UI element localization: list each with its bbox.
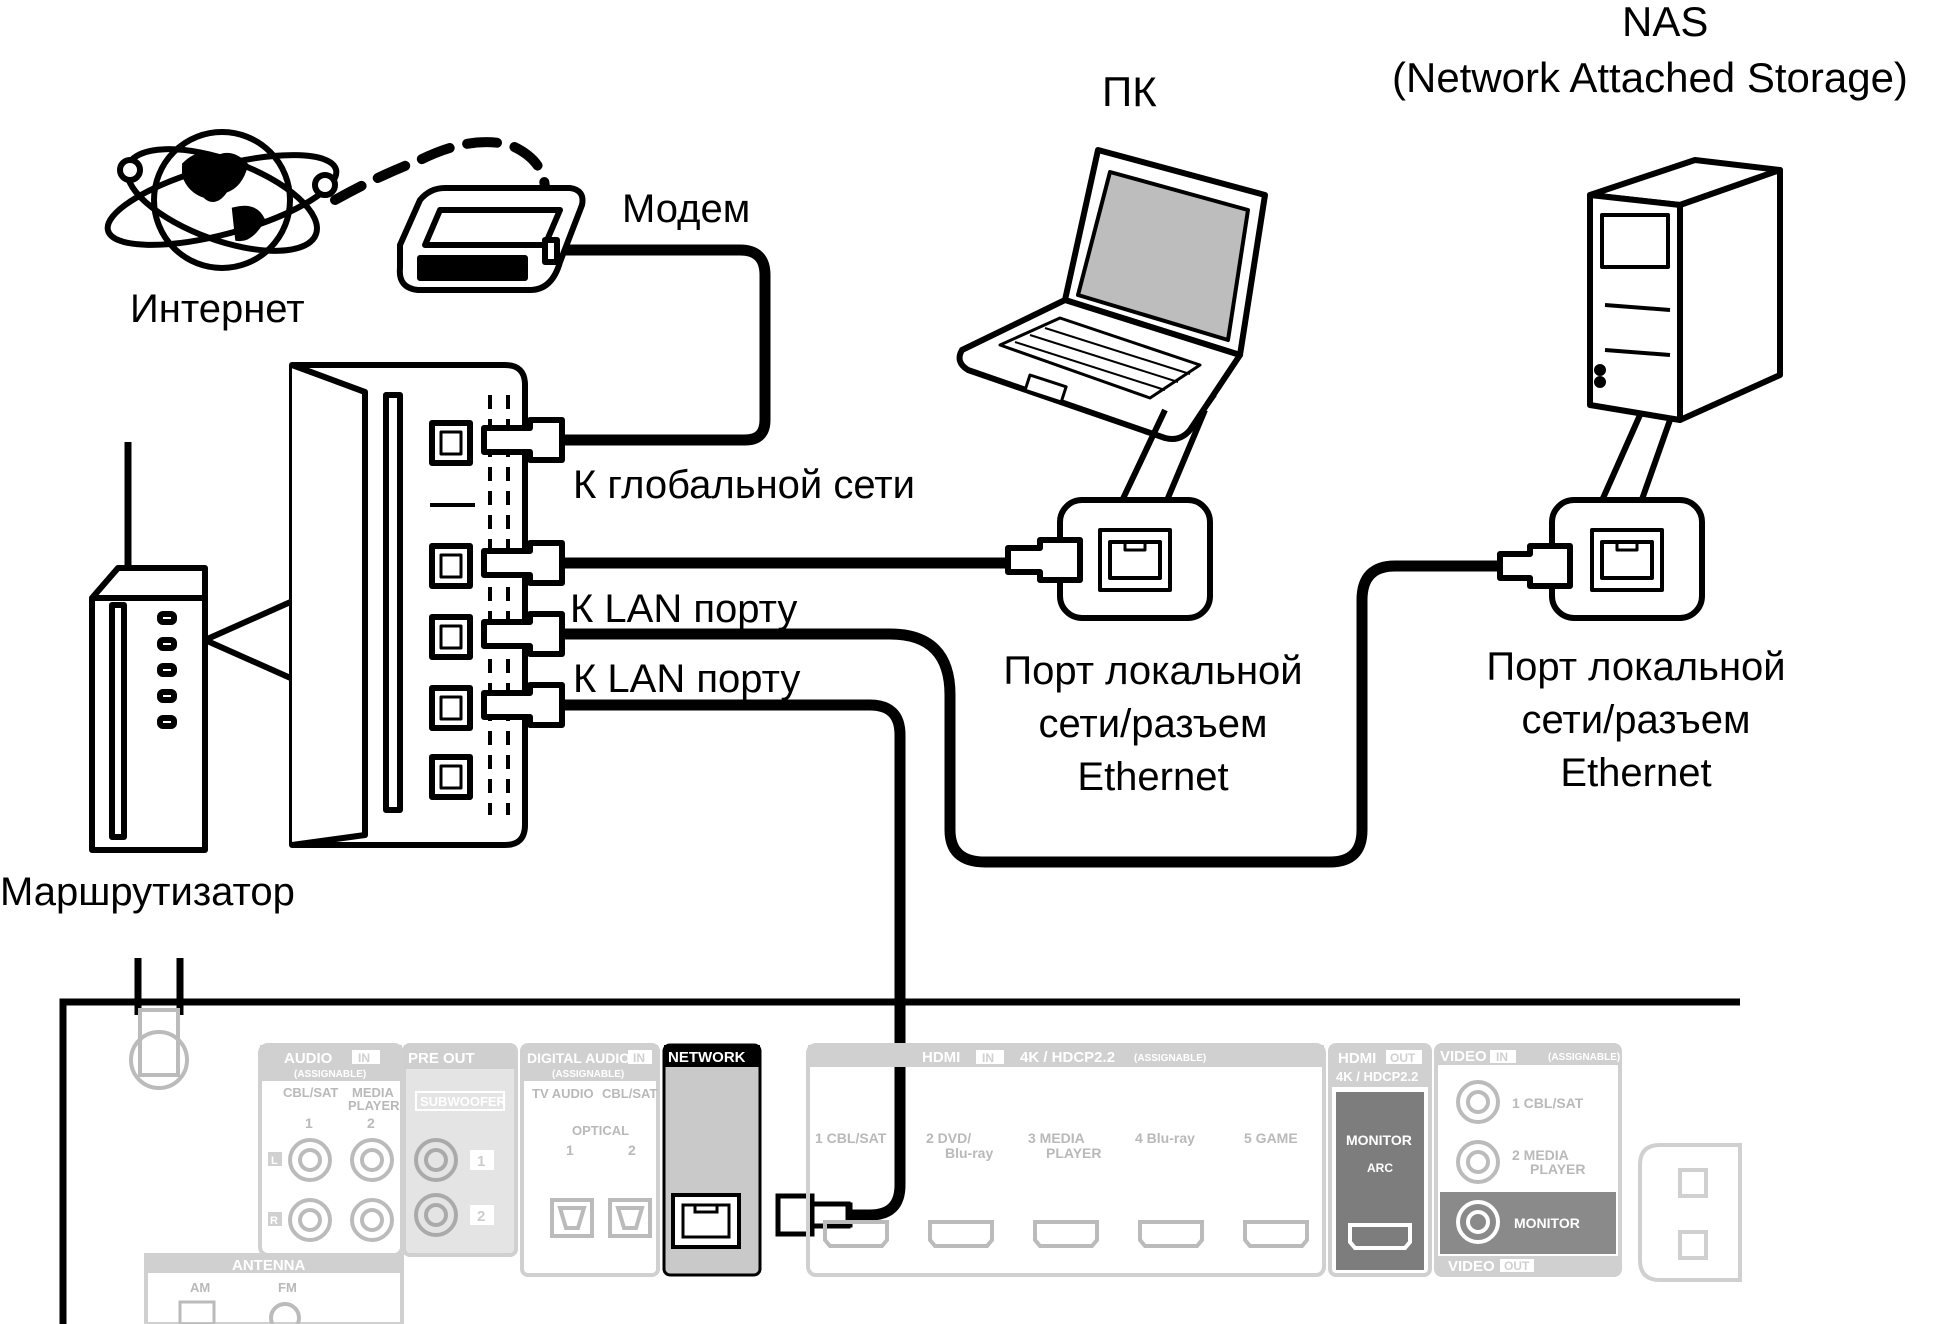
hdmi-in-assignable: (ASSIGNABLE) xyxy=(1134,1053,1206,1064)
ac-inlet-icon xyxy=(1638,1143,1742,1282)
pc-port-line3: Ethernet xyxy=(1077,755,1228,799)
video-in-label: VIDEO xyxy=(1440,1048,1487,1065)
nas-port-line3: Ethernet xyxy=(1560,751,1711,795)
modem-label: Модем xyxy=(622,187,750,231)
pc-label: ПК xyxy=(1102,68,1157,115)
video-1: 1 CBL/SAT xyxy=(1512,1095,1584,1111)
audio-in-badge: IN xyxy=(358,1051,370,1065)
video-in-badge: IN xyxy=(1496,1050,1508,1064)
nas-subtitle: (Network Attached Storage) xyxy=(1392,54,1908,101)
audio-media: MEDIA xyxy=(352,1085,395,1100)
video-2b: PLAYER xyxy=(1530,1161,1586,1177)
pc-port-line2: сети/разъем xyxy=(1039,702,1268,746)
subwoofer-label: SUBWOOFER xyxy=(420,1094,507,1109)
audio-cbl-sat: CBL/SAT xyxy=(283,1085,338,1100)
modem-icon xyxy=(396,185,586,293)
hdmi-3b: PLAYER xyxy=(1046,1145,1102,1161)
audio-num2: 2 xyxy=(367,1115,375,1131)
router-label: Маршрутизатор xyxy=(0,870,295,914)
hdmi-1: 1 CBL/SAT xyxy=(815,1130,887,1146)
digital-audio-assignable: (ASSIGNABLE) xyxy=(552,1069,624,1080)
internet-modem-link xyxy=(330,137,550,205)
hdmi-out-label: HDMI xyxy=(1338,1050,1376,1067)
digital-optical: OPTICAL xyxy=(572,1123,629,1138)
hdmi-out-arc: ARC xyxy=(1367,1161,1393,1175)
sub-num1: 1 xyxy=(477,1153,485,1170)
video-out-label: VIDEO xyxy=(1448,1258,1495,1275)
video-assignable: (ASSIGNABLE) xyxy=(1548,1052,1620,1063)
network-label: NETWORK xyxy=(668,1049,746,1066)
video-2a: 2 MEDIA xyxy=(1512,1147,1569,1163)
modem-wan-cable xyxy=(554,244,771,446)
audio-l: L xyxy=(271,1155,278,1167)
cables xyxy=(330,137,1506,1221)
hdmi-5: 5 GAME xyxy=(1244,1130,1298,1146)
lan1-label: К LAN порту xyxy=(570,587,797,631)
receiver-antenna-stub xyxy=(129,958,189,1090)
nas-port-line1: Порт локальной xyxy=(1486,645,1785,689)
video-out-monitor: MONITOR xyxy=(1514,1215,1580,1231)
nas-icon xyxy=(1497,157,1783,621)
pc-port-line1: Порт локальной xyxy=(1003,649,1302,693)
labels: Интернет Модем ПК NAS (Network Attached … xyxy=(0,0,1908,914)
antenna-am: AM xyxy=(190,1280,210,1295)
receiver-rear-panel: AUDIO IN (ASSIGNABLE) CBL/SAT MEDIA PLAY… xyxy=(59,958,1742,1324)
router-plugs xyxy=(481,417,565,728)
hdmi-2b: Blu-ray xyxy=(945,1145,993,1161)
antenna-fm: FM xyxy=(278,1280,297,1295)
digital-tv-audio: TV AUDIO xyxy=(532,1086,594,1101)
hdmi-out-spec: 4K / HDCP2.2 xyxy=(1336,1069,1418,1084)
nas-port-line2: сети/разъем xyxy=(1522,698,1751,742)
hdmi-out-monitor: MONITOR xyxy=(1346,1132,1412,1148)
hdmi-in-spec: 4K / HDCP2.2 xyxy=(1020,1049,1115,1066)
internet-label: Интернет xyxy=(130,287,305,331)
digital-num2: 2 xyxy=(628,1142,636,1158)
hdmi-4: 4 Blu-ray xyxy=(1135,1130,1195,1146)
router-icon xyxy=(89,362,565,853)
hdmi-2a: 2 DVD/ xyxy=(926,1130,971,1146)
hdmi-out-badge: OUT xyxy=(1390,1051,1416,1065)
lan2-label: К LAN порту xyxy=(573,657,800,701)
router-nas-cable xyxy=(554,560,1506,868)
audio-num1: 1 xyxy=(305,1115,313,1131)
audio-r: R xyxy=(270,1215,278,1227)
hdmi-in-badge: IN xyxy=(982,1051,994,1065)
digital-num1: 1 xyxy=(566,1142,574,1158)
nas-plug xyxy=(1497,543,1573,589)
video-out-badge: OUT xyxy=(1504,1259,1530,1273)
hdmi-in-label: HDMI xyxy=(922,1049,960,1066)
pre-out-label: PRE OUT xyxy=(408,1050,475,1067)
digital-audio-badge: IN xyxy=(633,1051,645,1065)
digital-audio-label: DIGITAL AUDIO xyxy=(527,1050,630,1066)
sub-num2: 2 xyxy=(477,1208,485,1225)
laptop-icon xyxy=(956,147,1268,621)
audio-in-assignable: (ASSIGNABLE) xyxy=(294,1069,366,1080)
router-receiver-cable xyxy=(554,699,906,1221)
hdmi-3a: 3 MEDIA xyxy=(1028,1130,1085,1146)
antenna-label: ANTENNA xyxy=(232,1257,305,1274)
audio-in-label: AUDIO xyxy=(284,1050,333,1067)
nas-title: NAS xyxy=(1622,0,1708,45)
pc-plug xyxy=(1005,537,1083,583)
router-ports xyxy=(429,420,473,800)
wan-label: К глобальной сети xyxy=(573,463,915,507)
audio-player: PLAYER xyxy=(348,1098,400,1113)
digital-cbl-sat: CBL/SAT xyxy=(602,1086,657,1101)
globe-icon xyxy=(104,129,340,271)
